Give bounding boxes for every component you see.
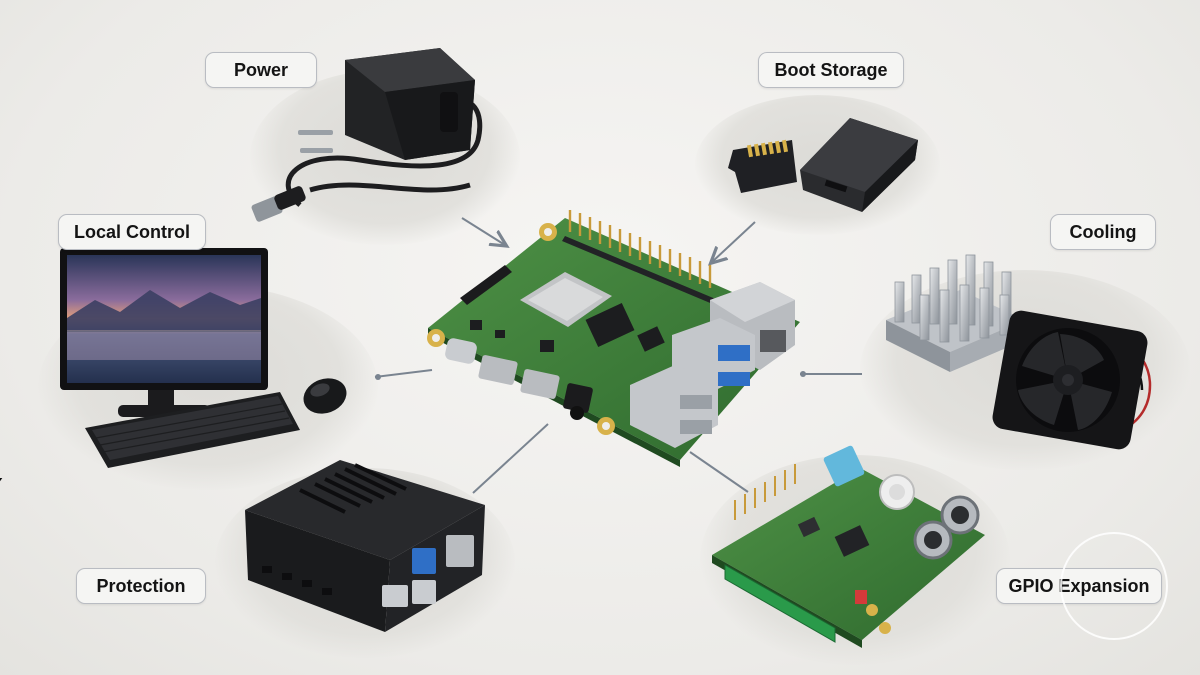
- protection-label: Protection: [76, 568, 206, 604]
- boot-storage-illustration: [728, 118, 918, 212]
- gpio-expansion-illustration: [712, 445, 985, 648]
- power-connector: [461, 217, 505, 245]
- control-connector: [374, 369, 433, 378]
- connector-lines: [374, 217, 862, 494]
- boot-storage-label: Boot Storage: [758, 52, 904, 88]
- gpio-connector: [689, 451, 749, 493]
- cooling-illustration: [886, 254, 1152, 450]
- main-board-illustration: [427, 210, 800, 467]
- control-connector-dot: [375, 374, 381, 380]
- power-label: Power: [205, 52, 317, 88]
- protection-connector: [472, 423, 549, 494]
- cooling-label: Cooling: [1050, 214, 1156, 250]
- watermark-ring: [1060, 532, 1168, 640]
- local-control-illustration: [60, 248, 347, 468]
- local-control-label: Local Control: [58, 214, 206, 250]
- cooling-connector-dot: [800, 371, 806, 377]
- storage-connector: [712, 221, 756, 262]
- protection-case-illustration: [0, 460, 485, 632]
- power-adapter-illustration: [251, 48, 483, 222]
